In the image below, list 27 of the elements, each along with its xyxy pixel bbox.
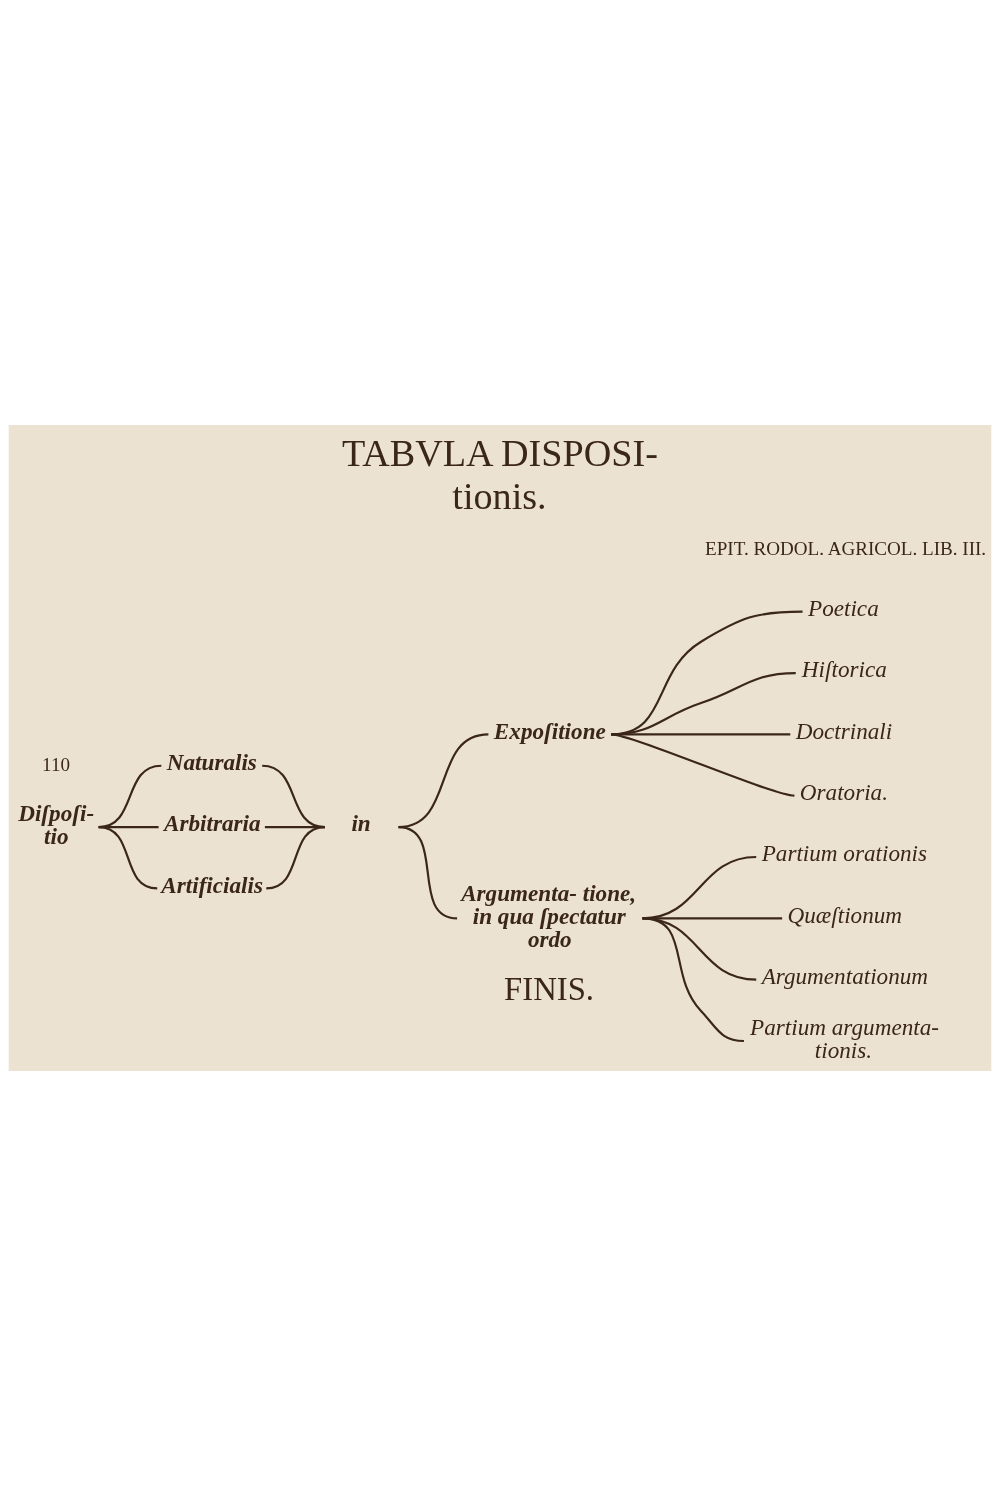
label: FINIS.	[504, 970, 595, 1007]
connector	[642, 916, 744, 1042]
label: EPIT. RODOL. AGRICOL. LIB. III.	[705, 537, 987, 559]
label: 110	[42, 753, 70, 775]
node-text: in	[351, 809, 371, 836]
node-text: Doctrinali	[795, 717, 893, 744]
node-text: Hiſtorica	[801, 655, 887, 682]
connector	[98, 825, 158, 889]
node-text: Arbitraria	[164, 809, 261, 836]
node-text: Poetica	[808, 594, 879, 621]
node-text: Naturalis	[166, 748, 257, 775]
connector	[610, 732, 795, 797]
connector	[398, 825, 458, 919]
connector	[266, 825, 326, 889]
node-text: Quæſtionum	[787, 901, 903, 928]
connector	[642, 916, 757, 981]
node-text: Expoſitione	[493, 717, 606, 744]
node-text: Diſpoſi- tio	[18, 799, 95, 849]
node-text: Argumenta- tione, in qua ſpectatur ordo	[461, 879, 637, 952]
node-text: Artificialis	[161, 871, 263, 898]
connector	[611, 732, 791, 735]
connector	[611, 671, 796, 735]
node-text: Partium argumenta- tionis.	[750, 1013, 939, 1063]
node-text: Partium orationis	[761, 839, 927, 866]
diagram-title: TABVLA DISPOSI- tionis.	[341, 431, 658, 517]
node-text: Oratoria.	[799, 778, 888, 805]
node-text: Argumentationum	[761, 962, 929, 989]
